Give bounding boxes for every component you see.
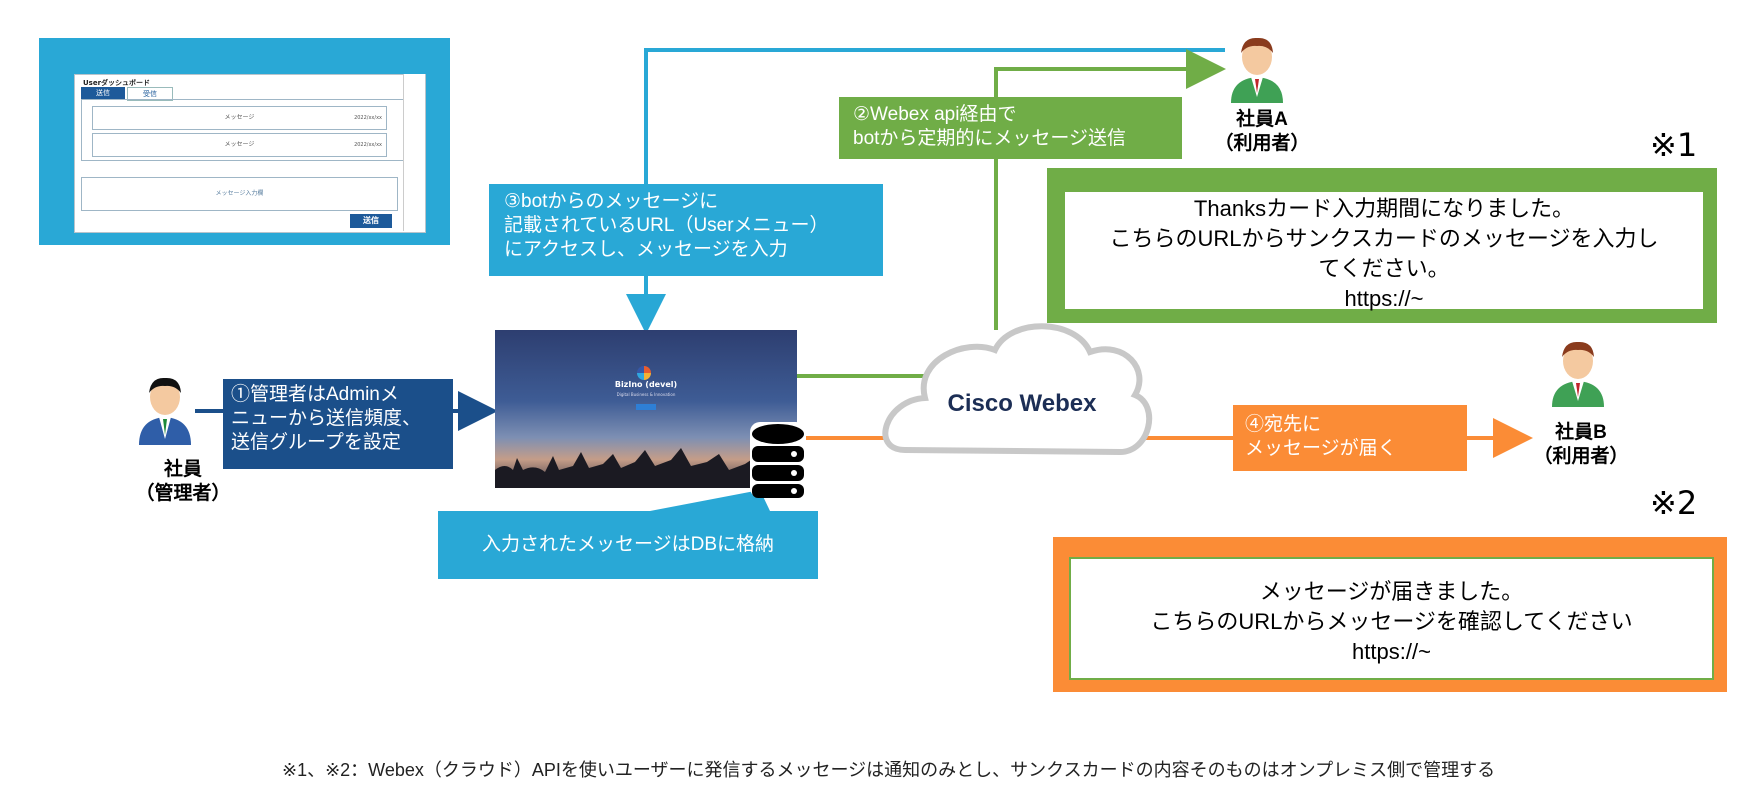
note2-message: メッセージが届きました。 こちらのURLからメッセージを確認してください htt… (1069, 557, 1714, 680)
app-name: BizIno (devel) (614, 380, 678, 389)
database-icon (750, 422, 806, 498)
user-dashboard-window: Userダッシュボード 送信 受信 メッセージ 2022/xx/xx メッセージ… (74, 74, 426, 233)
step3-line: にアクセスし、メッセージを入力 (504, 239, 788, 260)
footnote: ※1、※2：Webex（クラウド）APIを使いユーザーに発信するメッセージは通知… (282, 760, 1496, 780)
user-b-label: 社員B （利用者） (1526, 421, 1636, 469)
note1-url: https://~ (1344, 286, 1424, 311)
crowd-silhouette (495, 448, 797, 488)
note2-mark: ※2 (1650, 484, 1698, 522)
db-callout-pointer (650, 490, 770, 511)
step3-line: 記載されているURL（Userメニュー） (504, 215, 829, 236)
message-input[interactable]: メッセージ入力欄 (81, 177, 398, 211)
admin-label: 社員 （管理者） (128, 458, 238, 506)
note2-url: https://~ (1352, 639, 1431, 664)
user-a-label-line: （利用者） (1214, 133, 1310, 154)
app-logo-icon (637, 366, 651, 380)
note2-line: メッセージが届きました。 (1259, 579, 1524, 604)
note2-line: こちらのURLからメッセージを確認してください (1150, 609, 1633, 634)
message-item[interactable]: メッセージ 2022/xx/xx (92, 133, 387, 157)
app-login-button (636, 404, 656, 410)
user-a-person-icon (1231, 37, 1283, 103)
step3-line: ③botからのメッセージに (504, 191, 719, 212)
user-b-person-icon (1552, 341, 1604, 407)
admin-label-line: （管理者） (135, 483, 231, 504)
message-label: メッセージ (224, 141, 255, 148)
step4-line: メッセージが届く (1245, 438, 1397, 459)
message-label: メッセージ (224, 114, 255, 121)
dashboard-scrollbar[interactable] (403, 74, 425, 231)
note1-line: Thanksカード入力期間になりました。 (1193, 196, 1575, 221)
step4-line: ④宛先に (1245, 414, 1322, 435)
user-b-label-line: （利用者） (1533, 446, 1629, 467)
message-date: 2022/xx/xx (354, 115, 382, 121)
step1-box: ①管理者はAdminメ ニューから送信頻度、 送信グループを設定 (223, 379, 453, 469)
step2-line: botから定期的にメッセージ送信 (853, 128, 1127, 149)
note1-message: Thanksカード入力期間になりました。 こちらのURLからサンクスカードのメッ… (1063, 190, 1705, 311)
db-note-box: 入力されたメッセージはDBに格納 (438, 511, 818, 579)
app-subtitle: Digital Business & Innovation (616, 392, 676, 397)
tab-send[interactable]: 送信 (81, 87, 125, 99)
message-item[interactable]: メッセージ 2022/xx/xx (92, 106, 387, 130)
message-list: メッセージ 2022/xx/xx メッセージ 2022/xx/xx (81, 99, 406, 161)
note1-line: てください。 (1318, 256, 1450, 281)
user-a-label-line: 社員A (1236, 109, 1288, 130)
webex-cloud-label: Cisco Webex (947, 390, 1097, 417)
admin-label-line: 社員 (163, 459, 202, 480)
webex-cloud (882, 323, 1153, 456)
step4-box: ④宛先に メッセージが届く (1233, 405, 1467, 471)
step1-line: 送信グループを設定 (231, 432, 401, 453)
note1-line: こちらのURLからサンクスカードのメッセージを入力し (1109, 226, 1659, 251)
step3-box: ③botからのメッセージに 記載されているURL（Userメニュー） にアクセス… (489, 184, 883, 276)
step2-line: ②Webex api経由で (853, 104, 1017, 125)
user-b-label-line: 社員B (1555, 422, 1607, 443)
note1-mark: ※1 (1650, 126, 1698, 164)
arrow-cloud-up-to-usera (994, 49, 1226, 330)
admin-person-icon (139, 377, 191, 445)
send-button[interactable]: 送信 (350, 214, 392, 228)
user-a-label: 社員A （利用者） (1207, 108, 1317, 156)
tab-receive[interactable]: 受信 (127, 87, 173, 101)
step1-line: ①管理者はAdminメ (231, 384, 399, 405)
dashboard-title: Userダッシュボード (83, 79, 151, 87)
step1-line: ニューから送信頻度、 (231, 408, 422, 429)
app-screenshot: BizIno (devel) Digital Business & Innova… (495, 330, 797, 488)
step2-box: ②Webex api経由で botから定期的にメッセージ送信 (839, 97, 1182, 159)
message-date: 2022/xx/xx (354, 142, 382, 148)
